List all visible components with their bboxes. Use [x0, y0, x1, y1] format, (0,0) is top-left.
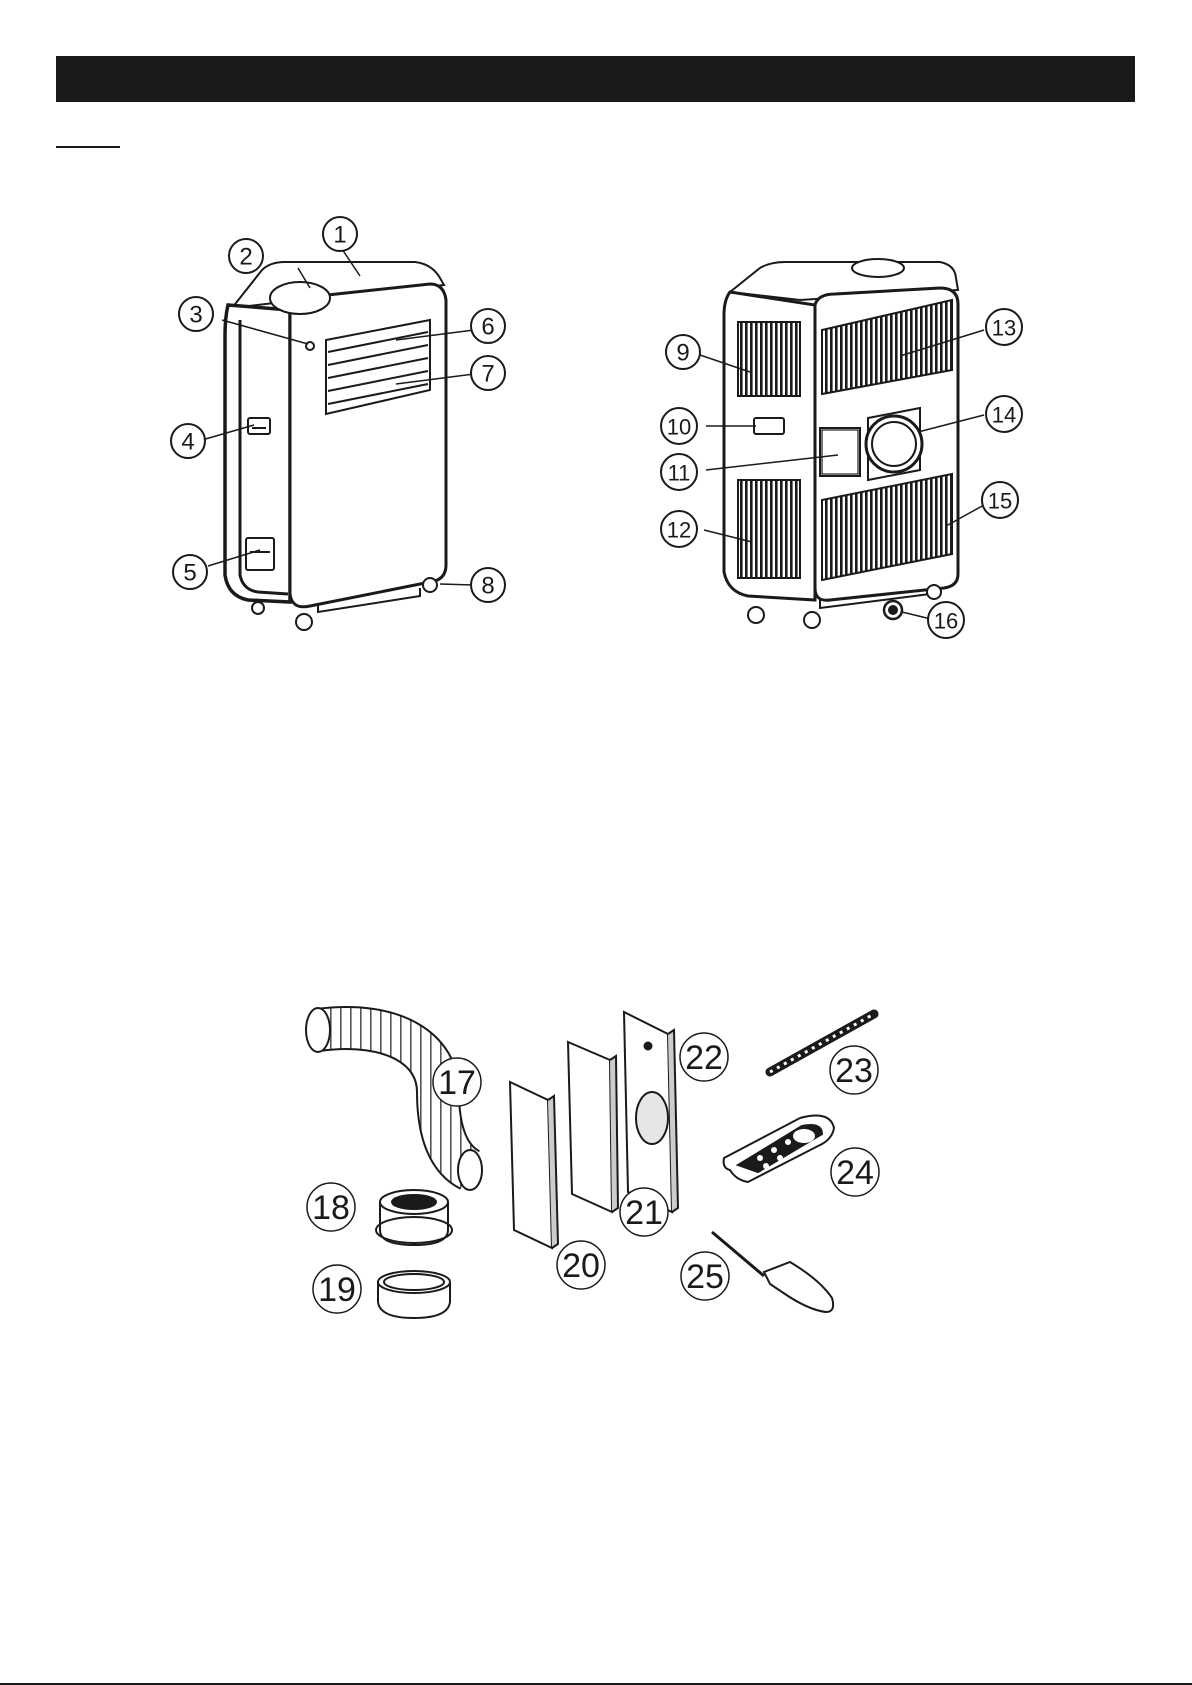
- callout-7-label: 7: [481, 361, 494, 388]
- rear-view-unit: [700, 259, 984, 628]
- callout-5: 5: [173, 555, 207, 589]
- window-slide-plate-a: [510, 1082, 558, 1248]
- callout-1-label: 1: [333, 222, 346, 249]
- front-view-unit: [202, 246, 474, 630]
- callout-25-label: 25: [686, 1258, 724, 1296]
- callout-19: 19: [313, 1265, 361, 1313]
- callout-12: 12: [661, 511, 697, 547]
- callout-21: 21: [620, 1188, 668, 1236]
- callout-4-label: 4: [181, 429, 194, 456]
- callout-11: 11: [661, 454, 697, 490]
- remote-control: [724, 1116, 834, 1182]
- callout-5-label: 5: [183, 560, 196, 587]
- callout-3: 3: [179, 297, 213, 331]
- callout-2-label: 2: [239, 244, 252, 271]
- callout-20: 20: [557, 1241, 605, 1289]
- callout-22-label: 22: [685, 1039, 723, 1077]
- callout-13-label: 13: [992, 316, 1016, 341]
- window-adapter: [378, 1271, 450, 1318]
- callout-9-label: 9: [676, 340, 689, 367]
- callout-13: 13: [986, 309, 1022, 345]
- callout-4: 4: [171, 424, 205, 458]
- callout-14-label: 14: [992, 403, 1016, 428]
- callout-1: 1: [323, 217, 357, 251]
- callout-3-label: 3: [189, 302, 202, 329]
- callout-25: 25: [681, 1252, 729, 1300]
- callout-16-label: 16: [934, 609, 958, 634]
- callout-15: 15: [982, 482, 1018, 518]
- callout-24-label: 24: [836, 1154, 874, 1192]
- callout-11-label: 11: [668, 461, 691, 486]
- callout-14: 14: [986, 396, 1022, 432]
- screwdriver: [712, 1232, 833, 1312]
- callout-6-label: 6: [481, 314, 494, 341]
- callout-20-label: 20: [562, 1247, 600, 1285]
- callout-17: 17: [433, 1058, 481, 1106]
- callout-12-label: 12: [667, 518, 691, 543]
- callout-6: 6: [471, 309, 505, 343]
- callout-16: 16: [928, 602, 964, 638]
- callout-21-label: 21: [625, 1194, 663, 1232]
- callout-15-label: 15: [988, 489, 1012, 514]
- hose-adapter: [376, 1190, 452, 1245]
- callout-7: 7: [471, 356, 505, 390]
- callout-23-label: 23: [835, 1052, 873, 1090]
- callout-8: 8: [471, 568, 505, 602]
- callout-10: 10: [661, 408, 697, 444]
- callout-23: 23: [830, 1046, 878, 1094]
- window-slide-plate-b: [568, 1042, 618, 1212]
- callout-9: 9: [666, 335, 700, 369]
- callout-18: 18: [307, 1183, 355, 1231]
- callout-17-label: 17: [438, 1064, 476, 1102]
- callout-22: 22: [680, 1033, 728, 1081]
- window-slide-plate-with-hole: [624, 1012, 678, 1212]
- callout-18-label: 18: [312, 1189, 350, 1227]
- callout-8-label: 8: [481, 573, 494, 600]
- callout-2: 2: [229, 239, 263, 273]
- callout-24: 24: [831, 1148, 879, 1196]
- callout-10-label: 10: [667, 415, 691, 440]
- callout-19-label: 19: [318, 1271, 356, 1309]
